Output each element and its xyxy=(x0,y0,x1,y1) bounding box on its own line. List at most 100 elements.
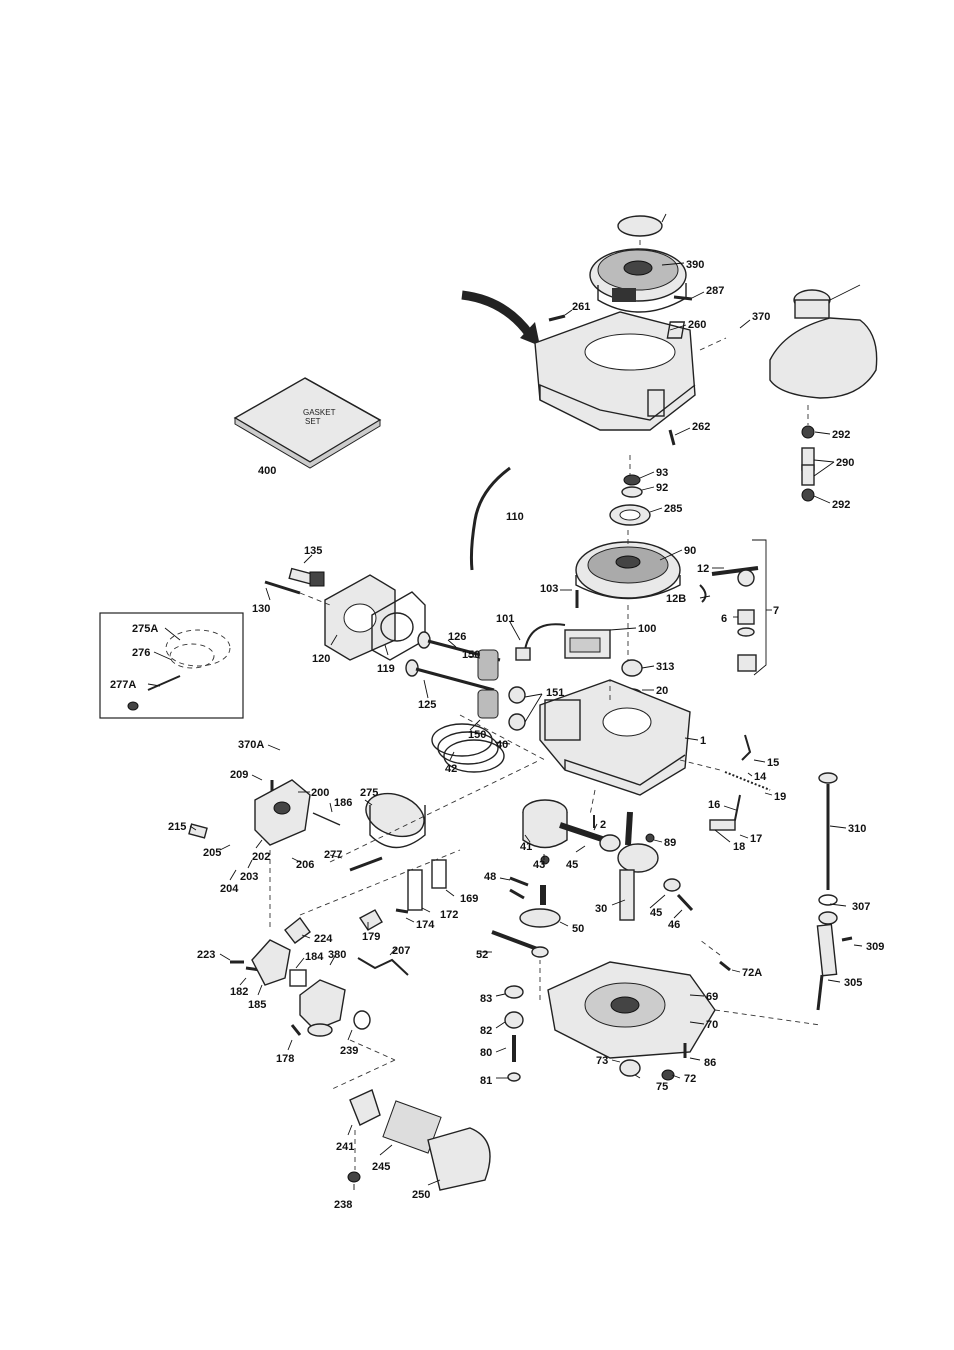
starter-screw xyxy=(673,295,693,301)
ground-wire xyxy=(469,466,511,571)
callout-309: 309 xyxy=(866,941,884,953)
choke-link xyxy=(357,957,409,976)
callout-120: 120 xyxy=(312,653,330,665)
callout-20: 20 xyxy=(656,685,668,697)
callout-307: 307 xyxy=(852,901,870,913)
callout-103: 103 xyxy=(540,583,558,595)
fuel-line-parts xyxy=(801,425,815,502)
callout-200: 200 xyxy=(311,787,329,799)
rod-cap xyxy=(663,878,694,912)
callout-203: 203 xyxy=(240,871,258,883)
callout-48: 48 xyxy=(484,871,496,883)
callout-224: 224 xyxy=(314,933,333,945)
callout-261: 261 xyxy=(572,301,590,313)
throttle-link xyxy=(312,812,341,826)
air-cleaner-assembly xyxy=(347,1089,491,1191)
callout-277: 277 xyxy=(324,849,342,861)
callout-130: 130 xyxy=(252,603,270,615)
governor-gear-parts xyxy=(504,985,524,1082)
piston-rings xyxy=(431,723,505,773)
callout-290: 290 xyxy=(836,457,854,469)
callout-370a: 370A xyxy=(238,739,264,751)
intake-screw xyxy=(358,908,409,931)
callout-46: 46 xyxy=(668,919,680,931)
callout-276: 276 xyxy=(132,647,150,659)
callout-209: 209 xyxy=(230,769,248,781)
callout-179: 179 xyxy=(362,931,380,943)
callout-174: 174 xyxy=(416,919,435,931)
callout-69: 69 xyxy=(706,991,718,1003)
callout-207: 207 xyxy=(392,945,410,957)
callout-41: 41 xyxy=(520,841,532,853)
rewind-starter xyxy=(589,248,687,313)
flywheel xyxy=(575,541,681,600)
callout-45: 45 xyxy=(566,859,578,871)
callout-400: 400 xyxy=(258,465,276,477)
blower-housing xyxy=(534,311,696,431)
fuel-fitting xyxy=(188,823,208,839)
callout-260: 260 xyxy=(688,319,706,331)
callout-241: 241 xyxy=(336,1141,354,1153)
callout-126: 126 xyxy=(448,631,466,643)
callout-43: 43 xyxy=(533,859,545,871)
callout-178: 178 xyxy=(276,1053,294,1065)
assembly-lines xyxy=(269,240,821,1170)
cylinder-head xyxy=(324,574,396,661)
callout-19: 19 xyxy=(774,791,786,803)
spark-plug xyxy=(288,567,325,587)
callout-239: 239 xyxy=(340,1045,358,1057)
callout-93: 93 xyxy=(656,467,668,479)
callout-185: 185 xyxy=(248,999,266,1011)
callout-292: 292 xyxy=(832,429,850,441)
callout-16: 16 xyxy=(708,799,720,811)
callout-1: 1 xyxy=(700,735,706,747)
callout-2: 2 xyxy=(600,819,606,831)
camshaft-gear xyxy=(519,885,561,928)
air-cleaner-bolt xyxy=(349,856,383,872)
callout-250: 250 xyxy=(412,1189,430,1201)
callout-6: 6 xyxy=(721,613,727,625)
housing-screw-lower xyxy=(668,429,676,446)
valve-springs xyxy=(477,649,526,731)
head-bolt xyxy=(264,580,301,595)
bracket-7 xyxy=(752,539,767,676)
small-dowels xyxy=(593,815,655,843)
callout-7: 7 xyxy=(773,605,779,617)
callout-73: 73 xyxy=(596,1055,608,1067)
cylinder-block xyxy=(539,679,691,796)
callout-370: 370 xyxy=(752,311,770,323)
bowl-nut xyxy=(290,1024,302,1036)
engine-sump xyxy=(547,961,716,1059)
callout-12: 12 xyxy=(697,563,709,575)
brake-parts xyxy=(699,566,759,672)
carburetor xyxy=(289,969,346,1037)
fuel-tank xyxy=(769,284,878,399)
callout-182: 182 xyxy=(230,986,248,998)
leader-lines xyxy=(147,262,863,1190)
callout-86: 86 xyxy=(704,1057,716,1069)
callout-70: 70 xyxy=(706,1019,718,1031)
callout-17: 17 xyxy=(750,833,762,845)
callout-202: 202 xyxy=(252,851,270,863)
callout-223: 223 xyxy=(197,949,215,961)
callout-92: 92 xyxy=(656,482,668,494)
callout-277a: 277A xyxy=(110,679,136,691)
callout-110: 110 xyxy=(506,511,524,523)
callout-90: 90 xyxy=(684,545,696,557)
callout-83: 83 xyxy=(480,993,492,1005)
callout-72: 72 xyxy=(684,1073,696,1085)
callout-245: 245 xyxy=(372,1161,390,1173)
callout-172: 172 xyxy=(440,909,458,921)
callout-215: 215 xyxy=(168,821,186,833)
warning-label xyxy=(666,321,686,339)
gasket-set-text-line2: SET xyxy=(305,417,321,426)
callout-50: 50 xyxy=(572,923,584,935)
callout-287: 287 xyxy=(706,285,724,297)
carburetor-manifold xyxy=(230,939,291,986)
callout-42: 42 xyxy=(445,763,457,775)
callout-262: 262 xyxy=(692,421,710,433)
callout-184: 184 xyxy=(305,951,324,963)
callout-81: 81 xyxy=(480,1075,492,1087)
callout-101: 101 xyxy=(496,613,514,625)
